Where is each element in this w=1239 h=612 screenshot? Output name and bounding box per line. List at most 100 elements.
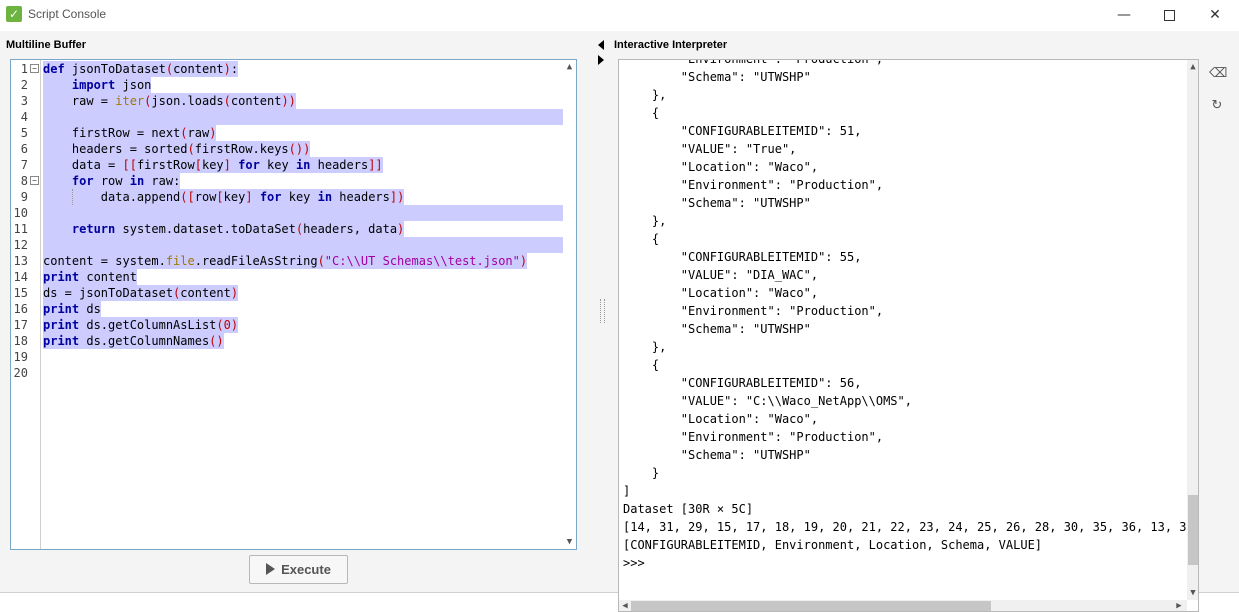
line-number: 6: [20, 142, 28, 156]
output-line: {: [623, 232, 660, 246]
output-line: "CONFIGURABLEITEMID": 56,: [623, 376, 862, 390]
code-line-6: headers = sorted(firstRow.keys()): [43, 141, 311, 157]
splitter-grip[interactable]: [600, 299, 605, 323]
output-line: "Schema": "UTWSHP": [623, 196, 811, 210]
line-number: 12: [13, 238, 28, 252]
code-line-11: return system.dataset.toDataSet(headers,…: [43, 221, 405, 237]
line-number: 8: [20, 174, 28, 188]
code-line-12: [43, 237, 576, 253]
output-line: "CONFIGURABLEITEMID": 55,: [623, 250, 862, 264]
code-line-14: print content: [43, 269, 137, 285]
output-line: "VALUE": "DIA_WAC",: [623, 268, 819, 282]
editor-vertical-scrollbar[interactable]: ▲ ▼: [563, 60, 576, 549]
output-line: "Environment": "Production",: [623, 304, 884, 318]
console-horizontal-scroll-thumb[interactable]: [631, 601, 991, 611]
code-line-13: content = system.file.readFileAsString("…: [43, 253, 528, 269]
code-line-9: data.append([row[key] for key in headers…: [43, 189, 405, 205]
output-line: {: [623, 358, 660, 372]
line-number: 10: [13, 206, 28, 220]
collapse-left-arrow-icon[interactable]: [598, 40, 604, 50]
line-number: 4: [20, 110, 28, 124]
console-scroll-left-icon[interactable]: ◀: [622, 601, 628, 611]
output-line: "Schema": "UTWSHP": [623, 70, 811, 84]
minimize-button[interactable]: —: [1117, 7, 1131, 23]
code-line-10: [43, 205, 576, 221]
output-line: "Location": "Waco",: [623, 160, 819, 174]
scroll-up-icon[interactable]: ▲: [566, 62, 573, 72]
console-vertical-scrollbar[interactable]: ▲ ▼: [1187, 60, 1198, 600]
output-line: "Location": "Waco",: [623, 286, 819, 300]
output-line: "Schema": "UTWSHP": [623, 448, 811, 462]
script-console-app-icon: ✓: [6, 6, 22, 22]
line-number: 17: [13, 318, 28, 332]
maximize-icon: [1163, 9, 1175, 21]
title-bar: ✓ Script Console — ✕: [0, 0, 1239, 31]
clear-eraser-icon[interactable]: ⌫: [1209, 66, 1228, 81]
console-vertical-scroll-thumb[interactable]: [1188, 495, 1198, 565]
code-line-17: print ds.getColumnAsList(0): [43, 317, 239, 333]
output-line: "Environment": "Production",: [623, 430, 884, 444]
indent-guide: [72, 189, 73, 205]
script-console-body: Multiline Buffer Interactive Interpreter…: [0, 31, 1239, 612]
line-number: 13: [13, 254, 28, 268]
play-icon: [266, 563, 276, 576]
line-number: 19: [13, 350, 28, 364]
line-number: 5: [20, 126, 28, 140]
fold-toggle-icon[interactable]: −: [30, 176, 39, 185]
line-number: 3: [20, 94, 28, 108]
output-line: >>>: [623, 556, 645, 570]
console-scroll-down-icon[interactable]: ▼: [1190, 588, 1196, 598]
interpreter-console[interactable]: "Environment": "Production", "Schema": "…: [618, 59, 1199, 612]
console-scroll-right-icon[interactable]: ▶: [1176, 601, 1182, 611]
code-line-2: import json: [43, 77, 152, 93]
output-line: "VALUE": "C:\\Waco_NetApp\\OMS",: [623, 394, 912, 408]
execute-label: Execute: [281, 562, 331, 577]
output-line: Dataset [30R × 5C]: [623, 502, 754, 516]
line-number: 15: [13, 286, 28, 300]
output-line: "Location": "Waco",: [623, 412, 819, 426]
line-number: 2: [20, 78, 28, 92]
output-line: },: [623, 88, 667, 102]
code-line-3: raw = iter(json.loads(content)): [43, 93, 296, 109]
collapse-right-arrow-icon[interactable]: [598, 55, 604, 65]
line-number: 18: [13, 334, 28, 348]
close-button[interactable]: ✕: [1209, 7, 1221, 23]
output-line: [CONFIGURABLEITEMID, Environment, Locati…: [623, 538, 1043, 552]
line-number: 11: [13, 222, 28, 236]
code-line-15: ds = jsonToDataset(content): [43, 285, 239, 301]
output-line: [14, 31, 29, 15, 17, 18, 19, 20, 21, 22,…: [623, 520, 1199, 534]
code-line-5: firstRow = next(raw): [43, 125, 217, 141]
output-line: {: [623, 106, 660, 120]
output-line: "VALUE": "True",: [623, 142, 797, 156]
output-line: },: [623, 340, 667, 354]
console-horizontal-scrollbar[interactable]: ◀ ▶: [619, 600, 1187, 611]
maximize-button[interactable]: [1146, 0, 1192, 30]
output-line: "CONFIGURABLEITEMID": 51,: [623, 124, 862, 138]
console-scroll-up-icon[interactable]: ▲: [1190, 62, 1196, 72]
multiline-buffer-label: Multiline Buffer: [6, 39, 87, 51]
code-line-8: for row in raw:: [43, 173, 181, 189]
window-title: Script Console: [28, 7, 107, 21]
output-line: ]: [623, 484, 631, 498]
interactive-interpreter-label: Interactive Interpreter: [614, 39, 728, 51]
scroll-down-icon[interactable]: ▼: [566, 537, 573, 547]
fold-toggle-icon[interactable]: −: [30, 64, 39, 73]
execute-button[interactable]: Execute: [249, 555, 348, 584]
line-number: 14: [13, 270, 28, 284]
output-line: "Environment": "Production",: [623, 59, 884, 66]
code-line-16: print ds: [43, 301, 101, 317]
code-line-7: data = [[firstRow[key] for key in header…: [43, 157, 383, 173]
code-line-18: print ds.getColumnNames(): [43, 333, 224, 349]
line-number: 16: [13, 302, 28, 316]
output-line: "Schema": "UTWSHP": [623, 322, 811, 336]
line-number: 20: [13, 366, 28, 380]
output-line: }: [623, 466, 660, 480]
output-line: "Environment": "Production",: [623, 178, 884, 192]
reset-icon[interactable]: ↻: [1211, 98, 1223, 113]
line-number: 1: [20, 62, 28, 76]
code-line-1: def jsonToDataset(content):: [43, 61, 239, 77]
output-line: },: [623, 214, 667, 228]
code-line-4: [43, 109, 576, 125]
